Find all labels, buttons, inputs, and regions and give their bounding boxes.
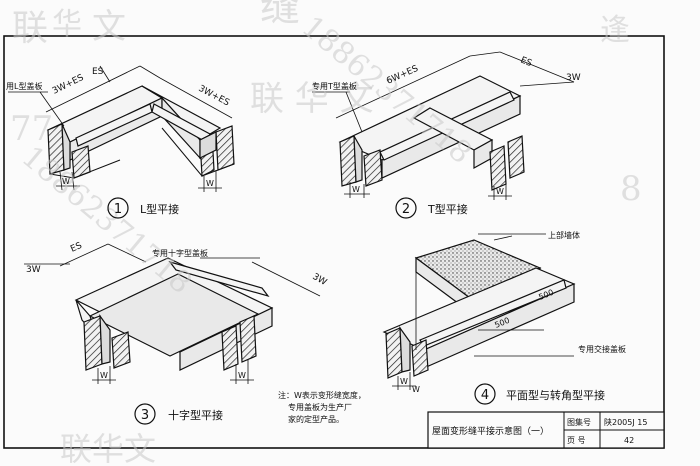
atlas-value: 陕2005J 15	[604, 417, 647, 427]
diagram-cross-joint	[24, 243, 321, 384]
title-block-title: 屋面变形缝平接示意图（一）	[432, 425, 549, 437]
sheet-border	[3, 35, 665, 449]
watermark-text: 联	[12, 8, 48, 49]
label-cross-cover: 专用十字型盖板	[152, 248, 208, 258]
dim-label: W	[206, 179, 214, 188]
watermark-text: 18862371718	[15, 139, 198, 301]
page-label: 页 号	[567, 436, 586, 445]
caption-text: 平面型与转角型平接	[506, 388, 605, 402]
watermark-text: 联华文	[60, 430, 156, 466]
dim-label: 3W	[566, 73, 581, 83]
watermark-text: 77	[10, 109, 53, 149]
watermark-text: 8	[620, 169, 642, 209]
dim-label: W	[412, 385, 420, 394]
note-line: 注：W表示变形缝宽度，	[278, 390, 366, 400]
note-line: 专用盖板为生产厂	[288, 402, 352, 412]
dim-label: W	[100, 371, 108, 380]
caption-2: 2 T型平接	[395, 197, 468, 219]
atlas-label: 图集号	[567, 417, 591, 427]
note: 注：W表示变形缝宽度， 专用盖板为生产厂 家的定型产品。	[278, 390, 366, 424]
dim-label: 3W	[311, 272, 329, 288]
watermark-text: 联 华 文	[250, 79, 374, 119]
note-line: 家的定型产品。	[288, 414, 344, 424]
dim-label: ES	[69, 241, 84, 255]
dim-label: W	[496, 187, 504, 196]
diagram-l-joint	[8, 65, 235, 192]
caption-1: 1 L型平接	[107, 197, 179, 219]
caption-text: T型平接	[427, 202, 468, 216]
dim-label: W	[238, 371, 246, 380]
dim-label: ES	[519, 56, 534, 70]
watermark-text: 华	[52, 7, 82, 42]
label-upper-wall: 上部墙体	[548, 230, 580, 240]
caption-4: 4 平面型与转角型平接	[474, 383, 605, 405]
watermark-text: 缝	[260, 0, 300, 30]
dim-label: 3W+ES	[197, 84, 232, 109]
caption-number: 2	[402, 202, 410, 217]
caption-text: L型平接	[140, 202, 179, 216]
caption-number: 1	[114, 202, 122, 217]
title-block	[427, 411, 665, 449]
dim-label: W	[352, 185, 360, 194]
dim-label: 3W	[26, 265, 41, 275]
diagram-plane-corner-joint	[382, 233, 576, 390]
caption-text: 十字型平接	[168, 408, 223, 422]
caption-3: 3 十字型平接	[134, 403, 223, 425]
label-t-cover: 专用T型盖板	[312, 81, 357, 91]
label-l-cover: 用L型盖板	[6, 81, 42, 91]
dim-label: 3W+ES	[51, 73, 86, 97]
watermark-text: 文	[92, 7, 126, 47]
dim-label: W	[62, 177, 70, 186]
caption-number: 4	[481, 388, 489, 403]
dim-label: ES	[92, 67, 104, 77]
diagram-t-joint	[312, 51, 575, 200]
label-splice-cover: 专用交接盖板	[578, 344, 626, 354]
page-value: 42	[624, 436, 634, 445]
caption-number: 3	[141, 408, 149, 423]
watermark-text: 逢	[600, 13, 630, 48]
dim-label: W	[400, 377, 408, 386]
